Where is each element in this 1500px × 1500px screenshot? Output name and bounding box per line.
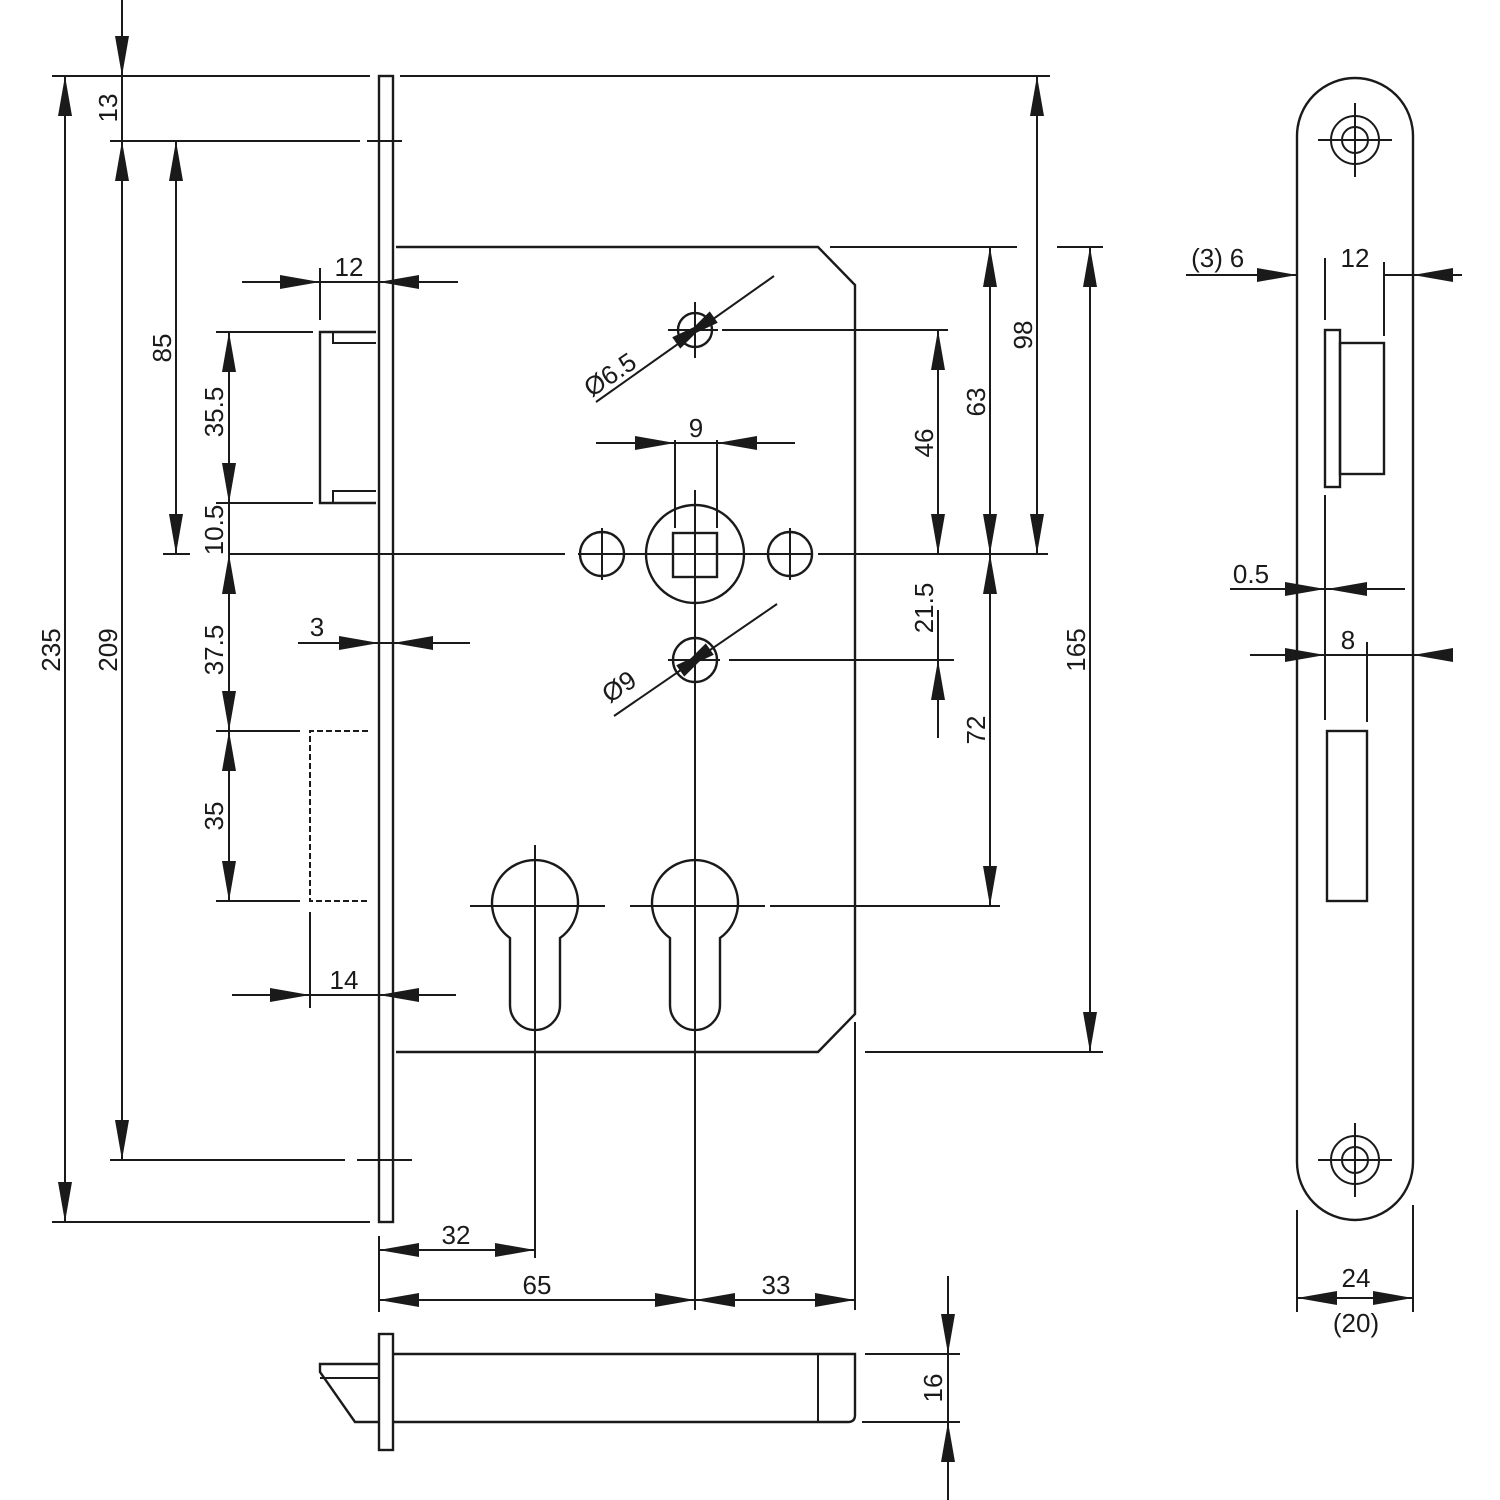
dim-bolt-thickness: 16 [918,1374,948,1403]
dim-faceplate-thickness: 3 [310,612,324,642]
dim-faceplate-to-handle: 85 [147,334,177,363]
cylinder-holes [470,845,1000,1310]
arrowhead [931,330,945,370]
dim-faceplate-width: 24 [1342,1263,1371,1293]
arrowhead [717,436,757,450]
dim-bolt-projection: 14 [330,965,359,995]
arrowhead [1083,1012,1097,1052]
arrowhead [222,554,236,594]
arrowhead [115,36,129,76]
dim-latch-offset: 6 [1230,243,1244,273]
dim-latch-to-handle: 10.5 [199,505,229,556]
bolt-side-view [318,1276,960,1500]
dim-upper-hole-diameter: Ø6.5 [578,346,642,402]
dim-bolt-width: 8 [1341,625,1355,655]
arrowhead [983,247,997,287]
arrowhead [169,514,183,554]
arrowhead [379,1243,419,1257]
faceplate-side-view [1186,76,1462,1312]
arrowhead [339,636,379,650]
dim-handle-to-hole: 21.5 [909,583,939,634]
arrowheads [58,36,1453,1462]
arrowhead [983,866,997,906]
bolt-hidden-outline [309,730,368,902]
upper-screw-hole [668,302,948,358]
arrowhead [222,861,236,901]
arrowhead [695,1293,735,1307]
arrowhead [1083,247,1097,287]
arrowhead [1030,514,1044,554]
dim-bolt-height: 35 [199,802,229,831]
dim-backset: 65 [523,1270,552,1300]
arrowhead [655,1293,695,1307]
arrowhead [222,731,236,771]
dim-latch-projection: 12 [335,252,364,282]
dim-top-offset: 13 [93,94,123,123]
arrowhead [58,1182,72,1222]
latch-outline [318,330,376,505]
dim-offset-note: (3) [1191,243,1223,273]
faceplate-front [377,74,395,1224]
screw-hole-bottom [1318,1123,1392,1197]
arrowhead [379,988,419,1002]
arrowhead [815,1293,855,1307]
arrowhead [983,554,997,594]
arrowhead [379,1293,419,1307]
dim-screw-spacing: 209 [93,628,123,671]
arrowhead [1030,76,1044,116]
dim-faceplate-width-alt: (20) [1333,1308,1379,1338]
dim-distance-handle-cylinder: 72 [961,716,991,745]
dim-gap: 0.5 [1233,559,1269,589]
dim-case-top-to-handle: 63 [961,388,991,417]
arrowhead [222,463,236,503]
dim-case-height: 165 [1061,628,1091,671]
screw-hole-top [1318,103,1392,177]
arrowhead [635,436,675,450]
arrowhead [393,636,433,650]
dimension-labels: 13 235 209 85 35.5 10.5 37.5 35 46 63 98… [36,94,1379,1403]
dim-handle-to-bolt: 37.5 [199,625,229,676]
dim-case-rear: 33 [762,1270,791,1300]
arrowhead [495,1243,535,1257]
lock-case [396,245,857,1054]
extension-lines [52,75,1103,1312]
arrowhead [672,320,709,349]
arrowhead [115,1120,129,1160]
arrowhead [222,332,236,372]
arrowhead [115,141,129,181]
arrowhead [931,660,945,700]
arrowhead [270,988,310,1002]
dim-latch-width: 12 [1341,243,1370,273]
lower-screw-hole [668,636,954,684]
arrowhead [222,691,236,731]
arrowhead [58,76,72,116]
dim-first-cylinder-backset: 32 [442,1220,471,1250]
arrowhead [983,514,997,554]
arrowhead [931,514,945,554]
dimension-lines [64,0,1091,1301]
dim-spindle-square: 9 [689,413,703,443]
arrowhead [676,648,713,677]
dim-hole-top-to-handle: 46 [909,429,939,458]
arrowhead [280,275,320,289]
arrowhead [169,141,183,181]
dim-plate-top-to-handle: 98 [1008,321,1038,350]
dim-latch-height: 35.5 [199,387,229,438]
arrowhead [379,275,419,289]
dim-overall-height: 235 [36,628,66,671]
